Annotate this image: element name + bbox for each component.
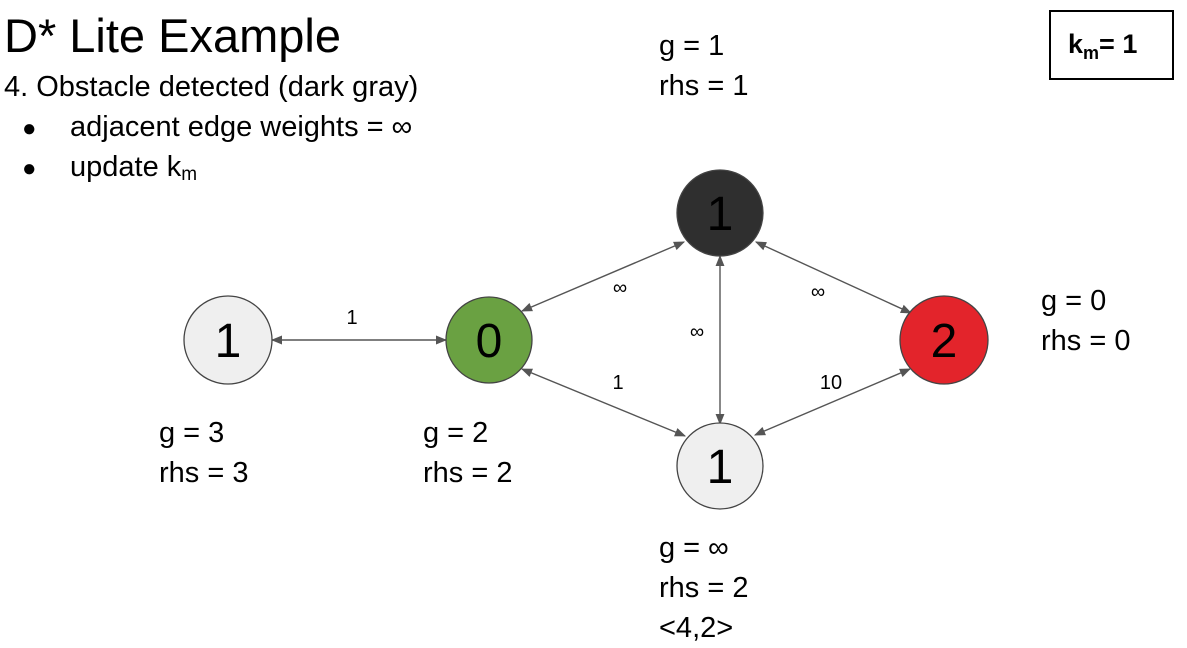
km-value: = 1	[1099, 29, 1138, 59]
edge-weight-left-start: 1	[346, 307, 357, 329]
km-k: k	[1068, 29, 1084, 59]
node-left-value: 1	[215, 315, 242, 368]
node-left	[183, 295, 273, 385]
bottom-key: <4,2>	[659, 612, 734, 644]
km-label: km= 1	[1068, 29, 1138, 63]
start-rhs: rhs = 2	[423, 457, 513, 489]
obstacle-rhs: rhs = 1	[659, 70, 749, 102]
edge-bottom-goal	[753, 368, 912, 436]
node-start-value: 0	[476, 315, 503, 368]
bullet-dot-icon: ●	[22, 115, 37, 142]
bottom-rhs: rhs = 2	[659, 572, 749, 604]
node-obstacle	[676, 169, 764, 257]
edge-weight-top-bottom: ∞	[690, 321, 704, 343]
start-g: g = 2	[423, 417, 489, 449]
node-bottom-value: 1	[707, 441, 734, 494]
obstacle-g: g = 1	[659, 30, 725, 62]
goal-rhs: rhs = 0	[1041, 325, 1131, 357]
bullet-update-subscript: m	[181, 164, 198, 185]
km-box: km= 1	[1049, 10, 1174, 80]
bottom-g: g = ∞	[659, 532, 729, 564]
bullet-weights-text: adjacent edge weights = ∞	[70, 111, 413, 143]
step-text: 4. Obstacle detected (dark gray)	[4, 71, 419, 103]
edge-top-goal	[754, 241, 913, 314]
edge-start-top	[520, 241, 686, 312]
slide-title: D* Lite Example	[4, 9, 341, 62]
left-g: g = 3	[159, 417, 225, 449]
bullet-weights: ● adjacent edge weights = ∞	[22, 110, 412, 146]
edge-weight-start-bottom: 1	[612, 372, 623, 394]
node-goal-value: 2	[931, 315, 958, 368]
bullet-update-text: update k	[70, 151, 182, 183]
bullet-update: ● update km	[22, 150, 197, 188]
goal-g: g = 0	[1041, 285, 1107, 317]
bullet-dot-icon: ●	[22, 155, 37, 182]
edge-start-bottom	[520, 368, 687, 437]
edge-weight-top-goal: ∞	[811, 281, 825, 303]
node-bottom	[676, 422, 764, 510]
left-rhs: rhs = 3	[159, 457, 249, 489]
node-goal	[899, 295, 989, 385]
node-start	[445, 296, 533, 384]
edge-weight-start-top: ∞	[613, 277, 627, 299]
edge-weight-bottom-goal: 10	[820, 372, 842, 394]
node-obstacle-value: 1	[707, 188, 734, 241]
km-subscript: m	[1083, 43, 1100, 63]
